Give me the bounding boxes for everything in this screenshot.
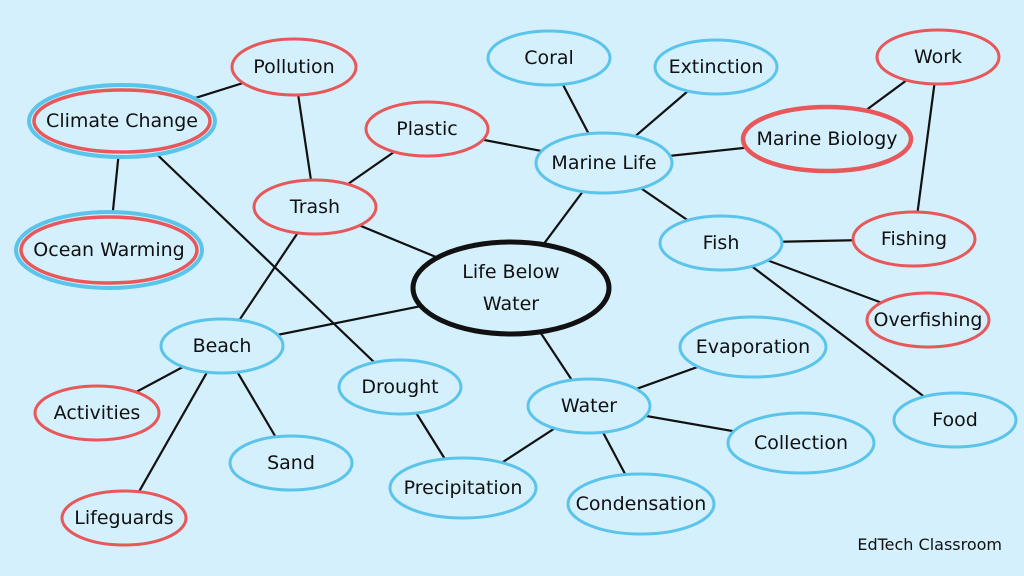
node-label: Extinction <box>669 56 764 78</box>
inner-ring <box>32 88 212 154</box>
node-label: Precipitation <box>404 477 523 499</box>
node-ring <box>865 291 991 349</box>
node-ring <box>364 100 490 158</box>
node-climate-change: Climate Change <box>27 83 217 159</box>
node-food: Food <box>892 391 1018 449</box>
node-water: Water <box>526 377 652 435</box>
node-ring <box>653 38 779 96</box>
node-ring <box>534 131 674 195</box>
node-ring <box>726 411 876 475</box>
node-ring <box>252 178 378 236</box>
node-coral: Coral <box>486 29 612 87</box>
node-label: Pollution <box>253 56 334 78</box>
node-lifeguards: Lifeguards <box>60 489 188 547</box>
node-beach: Beach <box>159 317 285 375</box>
node-label: Beach <box>193 335 252 357</box>
node-condensation: Condensation <box>566 472 716 536</box>
node-precipitation: Precipitation <box>388 456 538 520</box>
node-label: Coral <box>524 47 574 69</box>
node-marine-life: Marine Life <box>534 131 674 195</box>
node-label: Trash <box>289 196 340 218</box>
node-label: Marine Life <box>551 152 656 174</box>
node-ring <box>851 210 977 268</box>
node-ring <box>230 37 358 97</box>
node-collection: Collection <box>726 411 876 475</box>
node-evaporation: Evaporation <box>678 315 828 379</box>
node-ring <box>658 214 784 272</box>
node-label: Fish <box>703 232 740 254</box>
node-label: Condensation <box>576 493 707 515</box>
node-pollution: Pollution <box>230 37 358 97</box>
node-ring <box>486 29 612 87</box>
node-label: Activities <box>54 402 141 424</box>
connector-work-fishing <box>912 56 940 240</box>
node-activities: Activities <box>33 384 161 442</box>
inner-ring <box>19 215 199 285</box>
node-plastic: Plastic <box>364 100 490 158</box>
node-label: Work <box>914 46 962 68</box>
credit-label: EdTech Classroom <box>857 535 1002 554</box>
node-drought: Drought <box>337 358 463 416</box>
node-sand: Sand <box>228 434 354 492</box>
node-extinction: Extinction <box>653 38 779 96</box>
node-label: Water <box>561 395 617 417</box>
node-overfishing: Overfishing <box>865 291 991 349</box>
node-label: Marine Biology <box>756 128 897 150</box>
node-ring <box>678 315 828 379</box>
node-ring <box>740 104 914 174</box>
center-ring <box>410 239 612 337</box>
node-fish: Fish <box>658 214 784 272</box>
node-ring <box>228 434 354 492</box>
node-label: Food <box>932 409 978 431</box>
node-ocean-warming: Ocean Warming <box>14 210 204 290</box>
node-label: Drought <box>361 376 438 398</box>
node-ring <box>566 472 716 536</box>
connector-beach-lifeguards <box>123 345 223 519</box>
node-ring <box>526 377 652 435</box>
connector-climate-change-drought <box>121 120 401 388</box>
node-label: Evaporation <box>696 336 810 358</box>
node-fishing: Fishing <box>851 210 977 268</box>
node-label: Plastic <box>396 118 457 140</box>
node-ring <box>159 317 285 375</box>
connector-fish-food <box>720 242 956 421</box>
center-label-line2: Water <box>483 293 539 315</box>
node-label: Collection <box>754 432 848 454</box>
node-work: Work <box>875 28 1001 86</box>
node-ring <box>337 358 463 416</box>
node-ring <box>388 456 538 520</box>
node-label: Lifeguards <box>74 507 173 529</box>
node-ring <box>892 391 1018 449</box>
node-label: Sand <box>267 452 315 474</box>
node-trash: Trash <box>252 178 378 236</box>
center-label-line1: Life Below <box>462 261 559 283</box>
node-label: Climate Change <box>46 110 198 132</box>
node-ring <box>60 489 188 547</box>
node-label: Fishing <box>881 228 947 250</box>
node-ring <box>875 28 1001 86</box>
node-label: Overfishing <box>874 309 983 331</box>
node-marine-biology: Marine Biology <box>740 104 914 174</box>
node-ring <box>33 384 161 442</box>
node-label: Ocean Warming <box>33 239 184 261</box>
